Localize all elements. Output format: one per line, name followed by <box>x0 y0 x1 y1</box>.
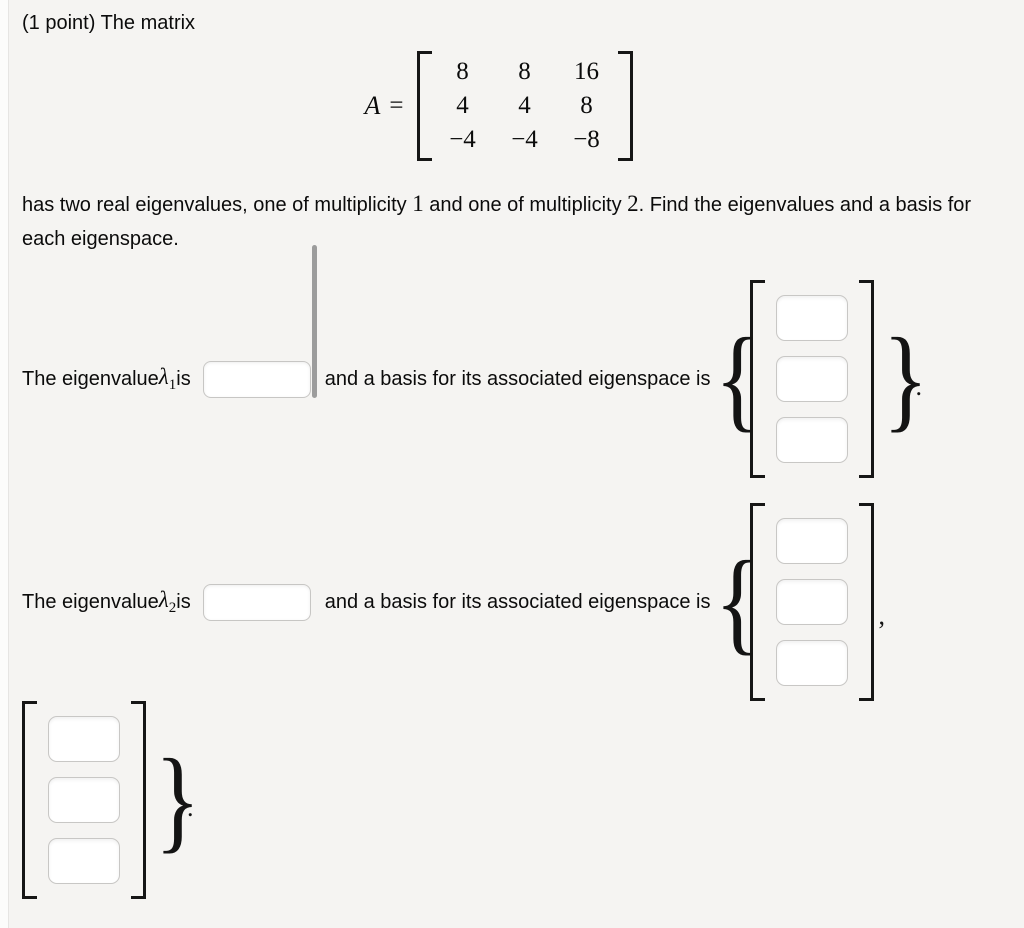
basis-1-connector-text: and a basis for its associated eigenspac… <box>324 367 711 390</box>
lambda-glyph: λ <box>158 364 169 389</box>
basis-2-vector-1 <box>750 503 875 701</box>
vector-separator-comma: , <box>878 601 885 630</box>
eigenvalue-2-input[interactable] <box>202 583 311 621</box>
basis-1-vector-1-entry-1-input[interactable] <box>776 295 849 341</box>
problem-description: has two real eigenvalues, one of multipl… <box>22 187 1007 256</box>
equals-sign: = <box>389 92 404 119</box>
set-close-brace: } <box>883 315 929 443</box>
problem-header: (1 point) The matrix <box>22 12 1015 35</box>
matrix-cell: 8 <box>580 92 593 119</box>
matrix-a: 8 8 16 4 4 8 −4 −4 −8 <box>416 51 633 161</box>
matrix-a-display: A = 8 8 16 4 4 8 −4 −4 −8 <box>22 51 975 161</box>
set-open-brace: { <box>715 538 761 666</box>
matrix-grid: 8 8 16 4 4 8 −4 −4 −8 <box>432 51 618 161</box>
answer-row-1: The eigenvalue λ1 is and a basis for its… <box>22 244 1015 478</box>
matrix-cell: 4 <box>456 92 469 119</box>
matrix-cell: −4 <box>449 126 476 153</box>
problem-container: (1 point) The matrix A = 8 8 16 4 4 8 −4… <box>9 0 1015 899</box>
lambda-2-symbol: λ2 <box>159 587 176 617</box>
vector-left-bracket <box>22 701 37 899</box>
intro-text: The matrix <box>100 12 196 34</box>
basis-2-vector-2-entry-1-input[interactable] <box>48 716 120 762</box>
eigenvalue-2-prompt: The eigenvalue <box>22 590 159 613</box>
eigenvalue-1-input[interactable] <box>202 360 311 398</box>
matrix-cell: 8 <box>518 58 531 85</box>
description-text: has two real eigenvalues, one of multipl… <box>22 194 413 216</box>
eigenvalue-1-input-wrap <box>202 244 317 398</box>
multiplicity-2-value: 2 <box>627 191 639 216</box>
set-close-brace: } <box>154 736 201 864</box>
basis-2-vector-2-entry-3-input[interactable] <box>48 838 120 884</box>
basis-1-vector-1-entry-2-input[interactable] <box>776 356 849 402</box>
answer-row-2: The eigenvalue λ2 is and a basis for its… <box>22 503 1015 899</box>
lambda-2-subscript: 2 <box>168 600 177 616</box>
description-text: . Find the eigenvalues and a basis for e… <box>22 194 972 250</box>
matrix-cell: 8 <box>456 58 469 85</box>
left-border-strip <box>0 0 9 928</box>
matrix-cell: −4 <box>511 126 538 153</box>
matrix-symbol: A <box>364 91 381 120</box>
basis-2-vector-1-entry-2-input[interactable] <box>776 579 849 625</box>
eigenvalue-2-input-wrap <box>202 583 311 621</box>
vector-right-bracket <box>131 701 146 899</box>
eigenvalue-2-prompt-suffix: is <box>176 590 191 613</box>
sentence-period: . <box>915 372 922 401</box>
basis-1-vector-1-entry-3-input[interactable] <box>776 417 849 463</box>
basis-2-vector-2-entry-2-input[interactable] <box>48 777 120 823</box>
description-text: and one of multiplicity <box>423 194 628 216</box>
vector-left-bracket <box>750 503 766 701</box>
lambda-1-subscript: 1 <box>168 377 177 393</box>
basis-2-vector-1-entry-1-input[interactable] <box>776 518 849 564</box>
points-label: (1 point) <box>22 12 96 34</box>
multiplicity-1-value: 1 <box>412 191 424 216</box>
vector-entries <box>765 280 859 478</box>
vector-right-bracket <box>859 503 875 701</box>
eigenvalue-1-prompt: The eigenvalue <box>22 367 159 390</box>
vector-right-bracket <box>859 280 875 478</box>
basis-2-vector-2 <box>22 701 146 899</box>
matrix-cell: 16 <box>574 58 599 85</box>
vector-left-bracket <box>750 280 766 478</box>
matrix-cell: −8 <box>573 126 600 153</box>
vector-entries <box>37 701 131 899</box>
vector-entries <box>765 503 859 701</box>
set-open-brace: { <box>715 315 761 443</box>
basis-2-connector-text: and a basis for its associated eigenspac… <box>324 590 711 613</box>
sentence-period: . <box>187 793 194 822</box>
matrix-cell: 4 <box>518 92 531 119</box>
drag-handle[interactable] <box>311 244 317 398</box>
lambda-glyph: λ <box>158 587 169 612</box>
matrix-left-bracket <box>416 51 432 161</box>
basis-1-vector-1 <box>750 280 875 478</box>
matrix-right-bracket <box>617 51 633 161</box>
basis-2-vector-1-entry-3-input[interactable] <box>776 640 849 686</box>
eigenvalue-1-prompt-suffix: is <box>176 367 191 390</box>
lambda-1-symbol: λ1 <box>159 364 176 394</box>
